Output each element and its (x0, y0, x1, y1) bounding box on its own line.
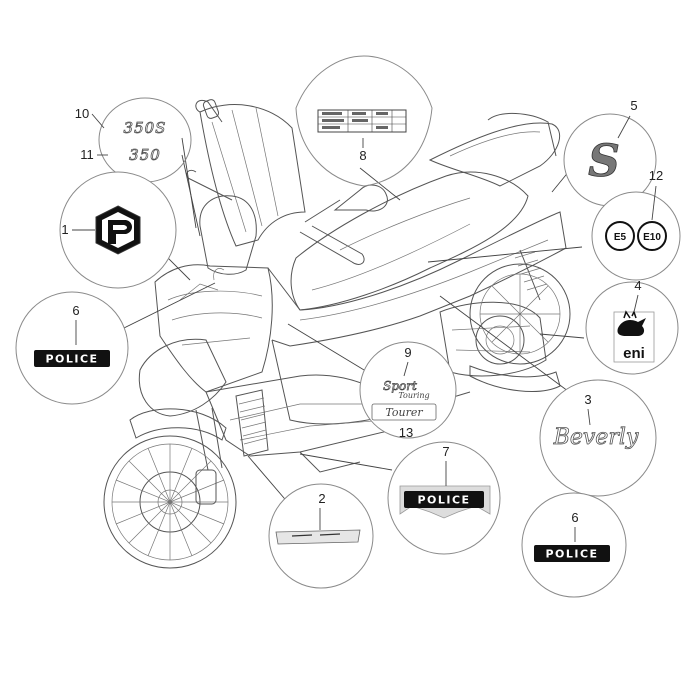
leader-lines (119, 137, 611, 506)
front-vent (235, 389, 269, 457)
eni-text: eni (623, 345, 645, 362)
info-label-plate (317, 109, 407, 133)
callout-8: 8 (359, 148, 366, 163)
piaggio-logo (95, 205, 141, 255)
decal-350s: 350S (124, 119, 167, 137)
callout-3: 3 (584, 392, 591, 407)
police-badge-center (404, 491, 484, 508)
scooter-drawing (103, 99, 571, 569)
detail-5: S 5 (563, 98, 657, 207)
detail-7: POLICE 7 (387, 441, 501, 555)
callout-11: 11 (80, 147, 94, 162)
callout-1: 1 (61, 222, 68, 237)
detail-6-left: POLICE 6 (15, 291, 129, 405)
decal-tourer: Tourer (385, 406, 423, 419)
e5-text: E5 (614, 232, 627, 243)
police-text-center: POLICE (417, 494, 470, 507)
police-text-right: POLICE (545, 548, 598, 561)
detail-1: 1 (59, 171, 177, 289)
callout-6-right: 6 (571, 510, 578, 525)
callout-2: 2 (318, 491, 325, 506)
detail-2: 2 (268, 483, 374, 589)
callout-5: 5 (630, 98, 637, 113)
police-text-left: POLICE (45, 353, 98, 366)
detail-model-names: 350S 350 10 11 (75, 97, 192, 183)
e10-text: E10 (643, 232, 661, 243)
detail-8: 8 (295, 55, 433, 187)
e10-badge (637, 221, 667, 251)
callout-12: 12 (649, 168, 663, 183)
floor-strip-decal (275, 529, 361, 545)
e5-badge (605, 221, 635, 251)
front-wheel (103, 435, 237, 569)
police-badge-right (534, 545, 610, 562)
decal-beverly: Beverly (553, 425, 639, 450)
detail-6-right: POLICE 6 (521, 492, 627, 598)
callout-13: 13 (399, 425, 413, 440)
callout-6-left: 6 (72, 303, 79, 318)
decal-sport: Sport (383, 379, 417, 393)
detail-9-13: Sport Touring Tourer 9 13 (359, 341, 457, 440)
callout-9: 9 (404, 345, 411, 360)
decal-350: 350 (129, 146, 161, 164)
rear-wheel (469, 263, 571, 365)
detail-4: eni 4 (585, 278, 679, 375)
callout-10: 10 (75, 106, 89, 121)
callout-7: 7 (442, 444, 449, 459)
decal-s-letter: S (588, 136, 620, 187)
detail-12: E5 E10 12 (591, 168, 681, 281)
callout-4: 4 (634, 278, 641, 293)
police-badge-left (34, 350, 110, 367)
detail-3: Beverly 3 (539, 379, 657, 497)
decal-touring: Touring (398, 391, 429, 400)
